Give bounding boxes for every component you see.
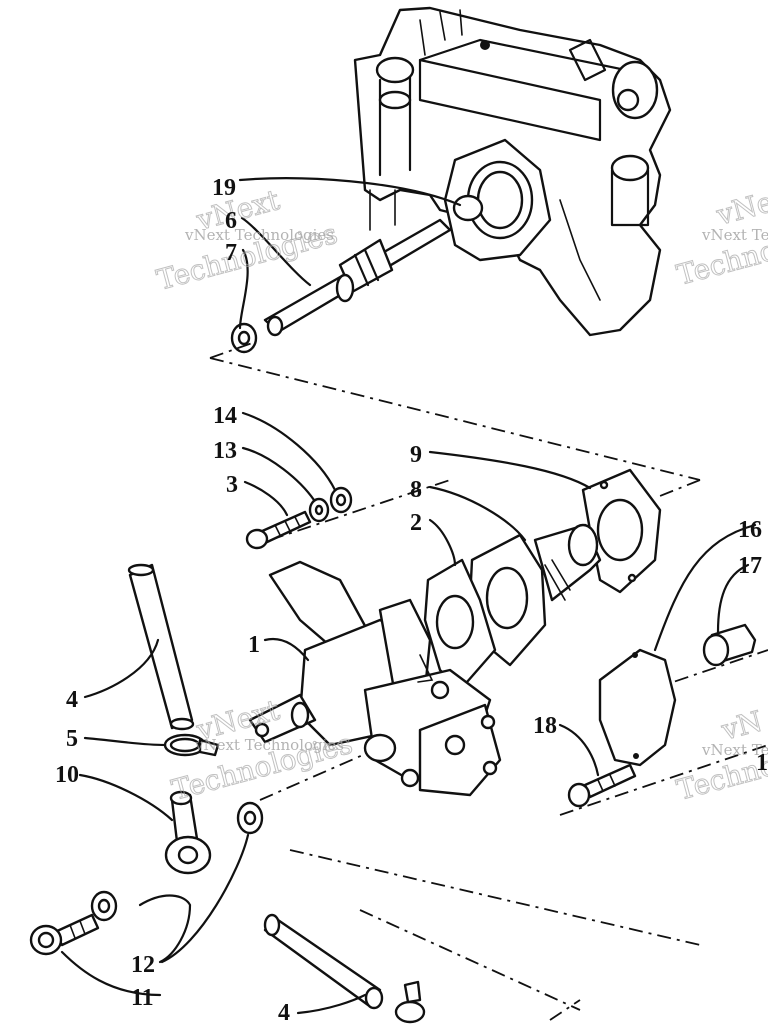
engine-block — [353, 6, 672, 337]
hose-4-upper — [127, 563, 195, 731]
callout-15-partial: 1 — [756, 750, 768, 776]
callout-1: 1 — [248, 632, 260, 658]
lower-fitting — [394, 980, 426, 1024]
plug-17 — [702, 623, 757, 667]
callout-labels: 19 6 7 14 13 3 9 8 2 16 17 1 4 5 10 18 1… — [55, 175, 768, 1024]
watermark-lr-small: vNext Te — [701, 741, 768, 759]
washer-12a — [236, 801, 264, 835]
callout-14: 14 — [213, 403, 237, 429]
callout-16: 16 — [738, 517, 762, 543]
gasket-2 — [423, 558, 497, 692]
pump-body-flange-8 — [468, 523, 602, 667]
washer-14 — [329, 486, 353, 514]
callout-4-upper: 4 — [66, 687, 78, 713]
bolt-18 — [567, 763, 637, 808]
callout-4-lower: 4 — [278, 1000, 290, 1024]
watermark-right-small: vNext Te — [701, 226, 768, 244]
callout-6: 6 — [225, 208, 237, 234]
drive-shaft-assembly — [230, 194, 484, 354]
callout-9: 9 — [410, 442, 422, 468]
watermark-right-top: vNe — [712, 185, 768, 232]
watermark-small-text: vNext Technologies — [184, 226, 334, 244]
callout-12: 12 — [131, 952, 155, 978]
callout-2: 2 — [410, 510, 422, 536]
cover-plate-16 — [598, 648, 677, 767]
callout-18: 18 — [533, 713, 557, 739]
leader-lines — [60, 177, 757, 1015]
washer-12b — [90, 890, 118, 922]
callout-5: 5 — [66, 726, 78, 752]
callout-7: 7 — [225, 240, 237, 266]
watermark-small-text-2: vNext Technologies — [194, 736, 344, 754]
callout-13: 13 — [213, 438, 237, 464]
callout-11: 11 — [131, 985, 154, 1011]
washer-13 — [308, 497, 330, 523]
assembly-lines — [209, 341, 768, 1021]
gasket-9 — [581, 468, 662, 594]
bolt-11 — [29, 913, 100, 956]
callout-17: 17 — [738, 553, 762, 579]
callout-3: 3 — [226, 472, 238, 498]
clamp-5 — [163, 733, 220, 757]
callout-8: 8 — [410, 477, 422, 503]
fitting-10 — [164, 790, 212, 875]
hose-4-lower — [263, 913, 384, 1010]
callout-10: 10 — [55, 762, 79, 788]
oil-pump-body — [248, 560, 502, 797]
callout-19: 19 — [212, 175, 236, 201]
bolt-3 — [245, 510, 312, 550]
